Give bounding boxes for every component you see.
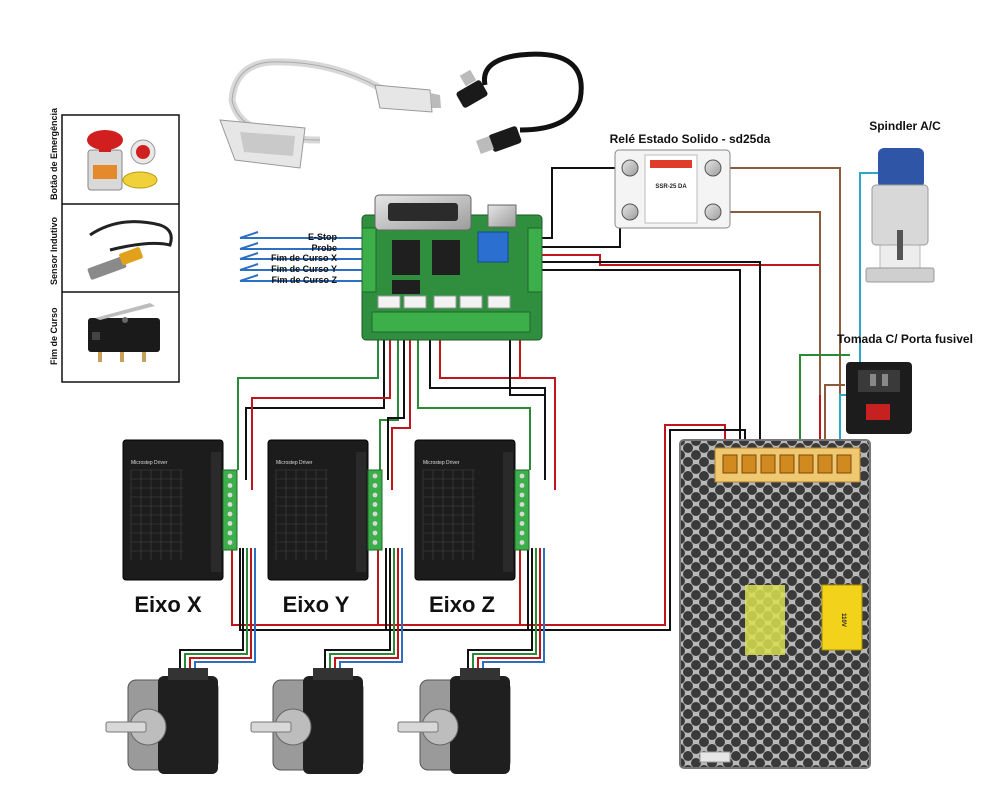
motor-z-wires [467, 548, 545, 680]
axis-label-y: Eixo Y [283, 592, 350, 617]
board-driver-z-black-2 [509, 340, 545, 396]
driver-power-bus-black [239, 429, 746, 631]
spindle-socket-cyan [859, 172, 880, 395]
relay-spindle-brown [713, 167, 841, 395]
axis-label-x: Eixo X [134, 592, 202, 617]
pin-label-endstop-y: Fim de Curso Y [271, 264, 337, 274]
board-pin-labels: E-Stop Probe Fim de Curso X Fim de Curso… [271, 232, 338, 285]
driver-model-text: Microstep Driver [423, 460, 460, 466]
relay-spindle-brown-2 [713, 211, 821, 395]
board-driver-z-black [429, 340, 546, 480]
relay-model: SSR-25 DA [655, 184, 687, 190]
stepper-motors [105, 668, 511, 774]
board-driver-y-black [387, 340, 405, 480]
board-driver-y-red [391, 340, 411, 490]
usb-cable-image [456, 51, 584, 154]
stepper-motor-y [250, 668, 364, 774]
pin-label-endstop-z: Fim de Curso Z [271, 275, 337, 285]
board-driver-x-black [245, 340, 385, 480]
fused-power-socket: Tomada C/ Porta fusivel [837, 332, 973, 434]
stepper-driver-z: Microstep Driver [414, 439, 530, 581]
endstop-label: Fim de Curso [49, 307, 59, 365]
socket-psu-green [799, 354, 850, 455]
inductive-sensor-label: Sensor Indutivo [49, 216, 59, 285]
parallel-cable-image [219, 58, 441, 169]
stepper-motor-x [105, 668, 219, 774]
driver-model-text: Microstep Driver [131, 460, 168, 466]
sensor-panel: Botão de Emergência Sensor Indutivo Fim … [49, 107, 180, 383]
endstop-switch-image [88, 303, 160, 362]
emergency-button-image [87, 130, 158, 191]
stepper-driver-y: Microstep Driver [267, 439, 383, 581]
board-driver-x-red [251, 340, 391, 490]
wiring [179, 167, 880, 680]
board-driver-z-green [417, 340, 531, 470]
solid-state-relay: Relé Estado Solido - sd25da SSR-25 DA [610, 132, 771, 229]
axis-label-z: Eixo Z [429, 592, 495, 617]
breakout-board [361, 194, 543, 341]
spindle-title: Spindler A/C [869, 119, 941, 133]
board-driver-x-green [237, 340, 379, 470]
board-driver-z-red [439, 340, 556, 490]
estop-label: Botão de Emergência [49, 107, 59, 200]
pin-label-estop: E-Stop [308, 232, 337, 242]
driver-model-text: Microstep Driver [276, 460, 313, 466]
stepper-motor-z [397, 668, 511, 774]
pin-label-endstop-x: Fim de Curso X [271, 253, 337, 263]
board-power-black-2 [540, 269, 741, 455]
pin-label-probe: Probe [311, 243, 337, 253]
relay-title: Relé Estado Solido - sd25da [610, 132, 771, 146]
socket-psu-brown [824, 384, 845, 455]
sensor-signal-wires [239, 231, 362, 282]
socket-title: Tomada C/ Porta fusivel [837, 332, 973, 346]
relay-control-wire [540, 167, 624, 239]
board-power-black [540, 261, 761, 455]
board-psu-red [519, 340, 555, 379]
spindle-router: Spindler A/C [865, 119, 941, 283]
power-supply: 110V [679, 439, 871, 769]
stepper-drivers: Microstep Driver Microstep Driver Microste… [122, 439, 530, 581]
psu-fuse-label: 110V [840, 613, 846, 627]
inductive-sensor-image [87, 220, 173, 280]
stepper-driver-x: Microstep Driver [122, 439, 238, 581]
